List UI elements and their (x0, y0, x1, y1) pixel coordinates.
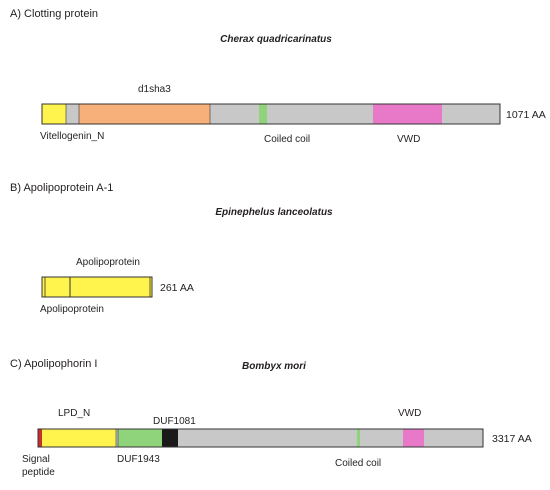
panel-a-domain-vwd (373, 104, 442, 124)
panel-b-title: B) Apolipoprotein A-1 (10, 182, 113, 194)
panel-a-title: A) Clotting protein (10, 8, 98, 20)
panel-a-outline (41, 103, 501, 125)
panel-b-domain-apolipoprotein (42, 277, 152, 297)
panel-c-domain-lpd-n (42, 429, 116, 447)
panel-c-label-duf1943: DUF1943 (117, 454, 160, 465)
panel-a-domain-d1sha3 (79, 104, 210, 124)
panel-c-outline (37, 428, 484, 448)
panel-b-species: Epinephelus lanceolatus (215, 207, 333, 218)
panel-c-label-lpd-n: LPD_N (58, 408, 90, 419)
panel-b-length: 261 AA (160, 282, 194, 294)
panel-c-label-coiled-coil: Coiled coil (335, 458, 381, 469)
panel-b-label-apolipoprotein-bottom: Apolipoprotein (40, 304, 104, 315)
panel-b-label-apolipoprotein-top: Apolipoprotein (76, 257, 140, 268)
panel-a-label-d1sha3: d1sha3 (138, 84, 171, 95)
panel-c-label-vwd: VWD (398, 408, 421, 419)
panel-c: C) Apolipophorin I Bombyx mori LPD_N DUF… (10, 358, 532, 478)
panel-a-length: 1071 AA (506, 109, 546, 121)
panel-a-label-vwd: VWD (397, 134, 420, 145)
panel-c-domain-vwd (403, 429, 424, 447)
panel-c-domain-signal-peptide (38, 429, 42, 447)
panel-c-domain-duf1081 (162, 429, 178, 447)
panel-b: B) Apolipoprotein A-1 Epinephelus lanceo… (10, 182, 333, 315)
panel-a-label-vitellogenin-n: Vitellogenin_N (40, 131, 104, 142)
panel-a-domain-vitellogenin-n (42, 104, 66, 124)
panel-c-species: Bombyx mori (242, 361, 306, 372)
panel-c-label-duf1081: DUF1081 (153, 416, 196, 427)
panel-c-domain-duf1943 (118, 429, 162, 447)
panel-c-length: 3317 AA (492, 433, 532, 445)
panel-a-label-coiled-coil: Coiled coil (264, 134, 310, 145)
panel-a: A) Clotting protein Cherax quadricarinat… (10, 8, 546, 145)
panel-a-domain-coiled-coil (259, 104, 267, 124)
panel-c-title: C) Apolipophorin I (10, 358, 97, 370)
panel-a-species: Cherax quadricarinatus (220, 34, 332, 45)
panel-b-outline (41, 276, 153, 298)
panel-c-domain-coiled-coil (357, 429, 360, 447)
